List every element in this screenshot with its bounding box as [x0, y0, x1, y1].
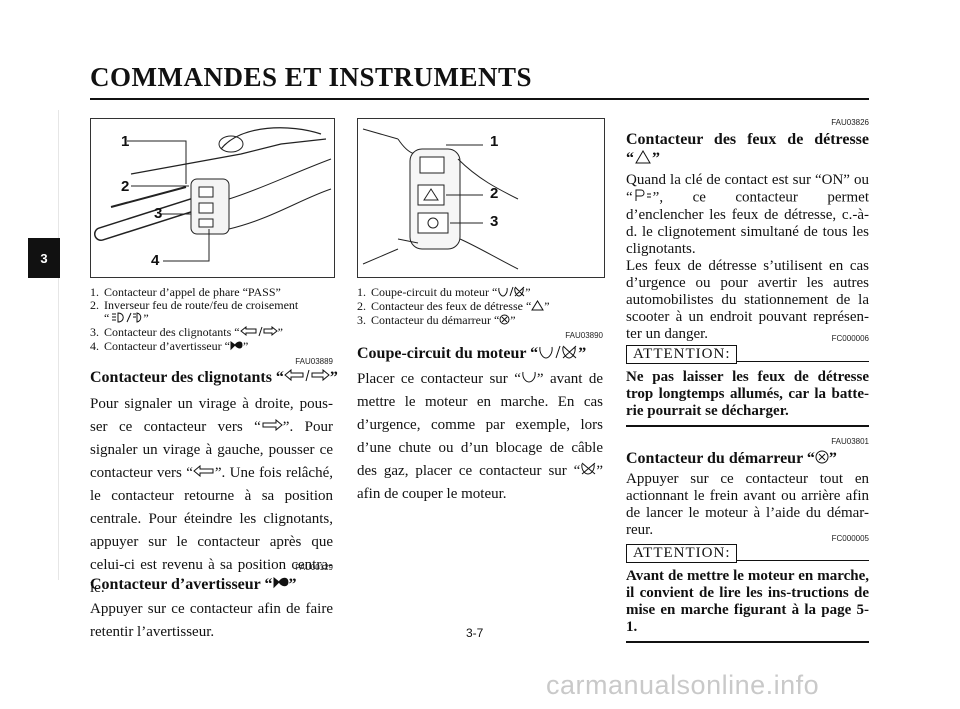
- engine-run-icon: [521, 368, 537, 391]
- caption-item: 3.Contacteur du démarreur “ ”: [357, 313, 516, 328]
- callout-3: 3: [154, 205, 163, 222]
- heading-detresse-icon-line: “”: [626, 150, 660, 169]
- hazard-triangle-icon: [634, 150, 652, 169]
- starter-icon: [815, 450, 829, 469]
- turn-signal-arrows-icon: [284, 369, 330, 387]
- text-coupe-circuit: Placer ce contacteur sur “” avant de met…: [357, 368, 603, 506]
- right-turn-arrow-icon: [261, 416, 283, 439]
- page-number: 3-7: [466, 626, 484, 640]
- caption-item: 4.Contacteur d’avertisseur “ ”: [90, 339, 249, 354]
- attention-label: ATTENTION:: [626, 345, 738, 364]
- callout-1: 1: [490, 133, 499, 150]
- callout-1: 1: [121, 133, 130, 150]
- caption-item: 2.Inverseur feu de route/feu de croiseme…: [90, 298, 299, 312]
- heading-clignotants: Contacteur des clignotants “”: [90, 369, 338, 387]
- heading-avertisseur: Contacteur d’avertisseur “”: [90, 576, 297, 594]
- page-title: COMMANDES ET INSTRUMENTS: [90, 62, 533, 92]
- figure-handlebar-right: 1 2 3: [357, 118, 605, 278]
- text-detresse: Quand la clé de contact est sur “ON” ou …: [626, 172, 869, 342]
- section-code: FAU03890: [565, 331, 603, 340]
- chapter-tab-line: [58, 110, 59, 580]
- caption-item: “ ”: [104, 311, 149, 326]
- callout-2: 2: [490, 185, 499, 202]
- parking-key-icon: [633, 189, 653, 207]
- attention-rule: [626, 641, 869, 643]
- text-clignotants: Pour signaler un virage à droite, pous-s…: [90, 396, 333, 597]
- header-rule: [90, 98, 869, 100]
- attention-text: Avant de mettre le moteur en marche, il …: [626, 568, 869, 635]
- engine-stop-icon: [580, 460, 596, 483]
- attention-box-2: ATTENTION: Avant de mettre le moteur en …: [626, 544, 869, 643]
- captions-mid: 1.Coupe-circuit du moteur “ ” 2.Contacte…: [357, 286, 603, 328]
- watermark: carmanualsonline.info: [546, 670, 820, 700]
- section-code: FAU03801: [831, 437, 869, 446]
- engine-run-stop-icon: [538, 345, 578, 364]
- heading-coupe-circuit: Coupe-circuit du moteur “”: [357, 345, 587, 364]
- section-code: FC000006: [831, 334, 869, 343]
- section-code: FC000005: [831, 534, 869, 543]
- text-avertisseur: Appuyer sur ce contacteur afin de faire …: [90, 601, 333, 640]
- section-code: FAU03826: [831, 118, 869, 127]
- callout-4: 4: [151, 252, 160, 269]
- attention-label: ATTENTION:: [626, 544, 738, 563]
- turn-signal-arrows-icon: [239, 325, 278, 340]
- handlebar-left-illustration: [94, 127, 332, 262]
- caption-item: 1.Contacteur d’appel de phare “PASS”: [90, 285, 281, 299]
- heading-demarreur: Contacteur du démarreur “”: [626, 450, 837, 469]
- callout-3: 3: [490, 213, 499, 230]
- horn-icon: [273, 576, 289, 594]
- figure-handlebar-left: 1 2 3 4: [90, 118, 335, 278]
- hazard-triangle-icon: [531, 300, 545, 314]
- headlight-beam-icon: [109, 312, 143, 326]
- left-turn-arrow-icon: [193, 462, 215, 485]
- attention-rule: [626, 425, 869, 427]
- caption-item: 1.Coupe-circuit du moteur “ ”: [357, 285, 531, 300]
- engine-run-stop-icon: [497, 286, 525, 300]
- text-demarreur: Appuyer sur ce contacteur tout en action…: [626, 471, 869, 538]
- attention-box-1: ATTENTION: Ne pas laisser les feux de dé…: [626, 345, 869, 427]
- attention-text: Ne pas laisser les feux de détresse trop…: [626, 369, 869, 419]
- heading-detresse: Contacteur des feux de détresse: [626, 131, 869, 148]
- chapter-tab: 3: [28, 238, 60, 278]
- starter-icon: [499, 314, 510, 328]
- caption-item: 2.Contacteur des feux de détresse “ ”: [357, 299, 550, 314]
- horn-icon: [230, 340, 243, 354]
- caption-item: 3.Contacteur des clignotants “ ”: [90, 325, 283, 340]
- callout-2: 2: [121, 178, 130, 195]
- section-code: FAU03889: [295, 357, 333, 366]
- captions-left: 1.Contacteur d’appel de phare “PASS” 2.I…: [90, 286, 333, 354]
- section-code: FAU00129: [295, 563, 333, 572]
- handlebar-right-illustration: [362, 128, 519, 270]
